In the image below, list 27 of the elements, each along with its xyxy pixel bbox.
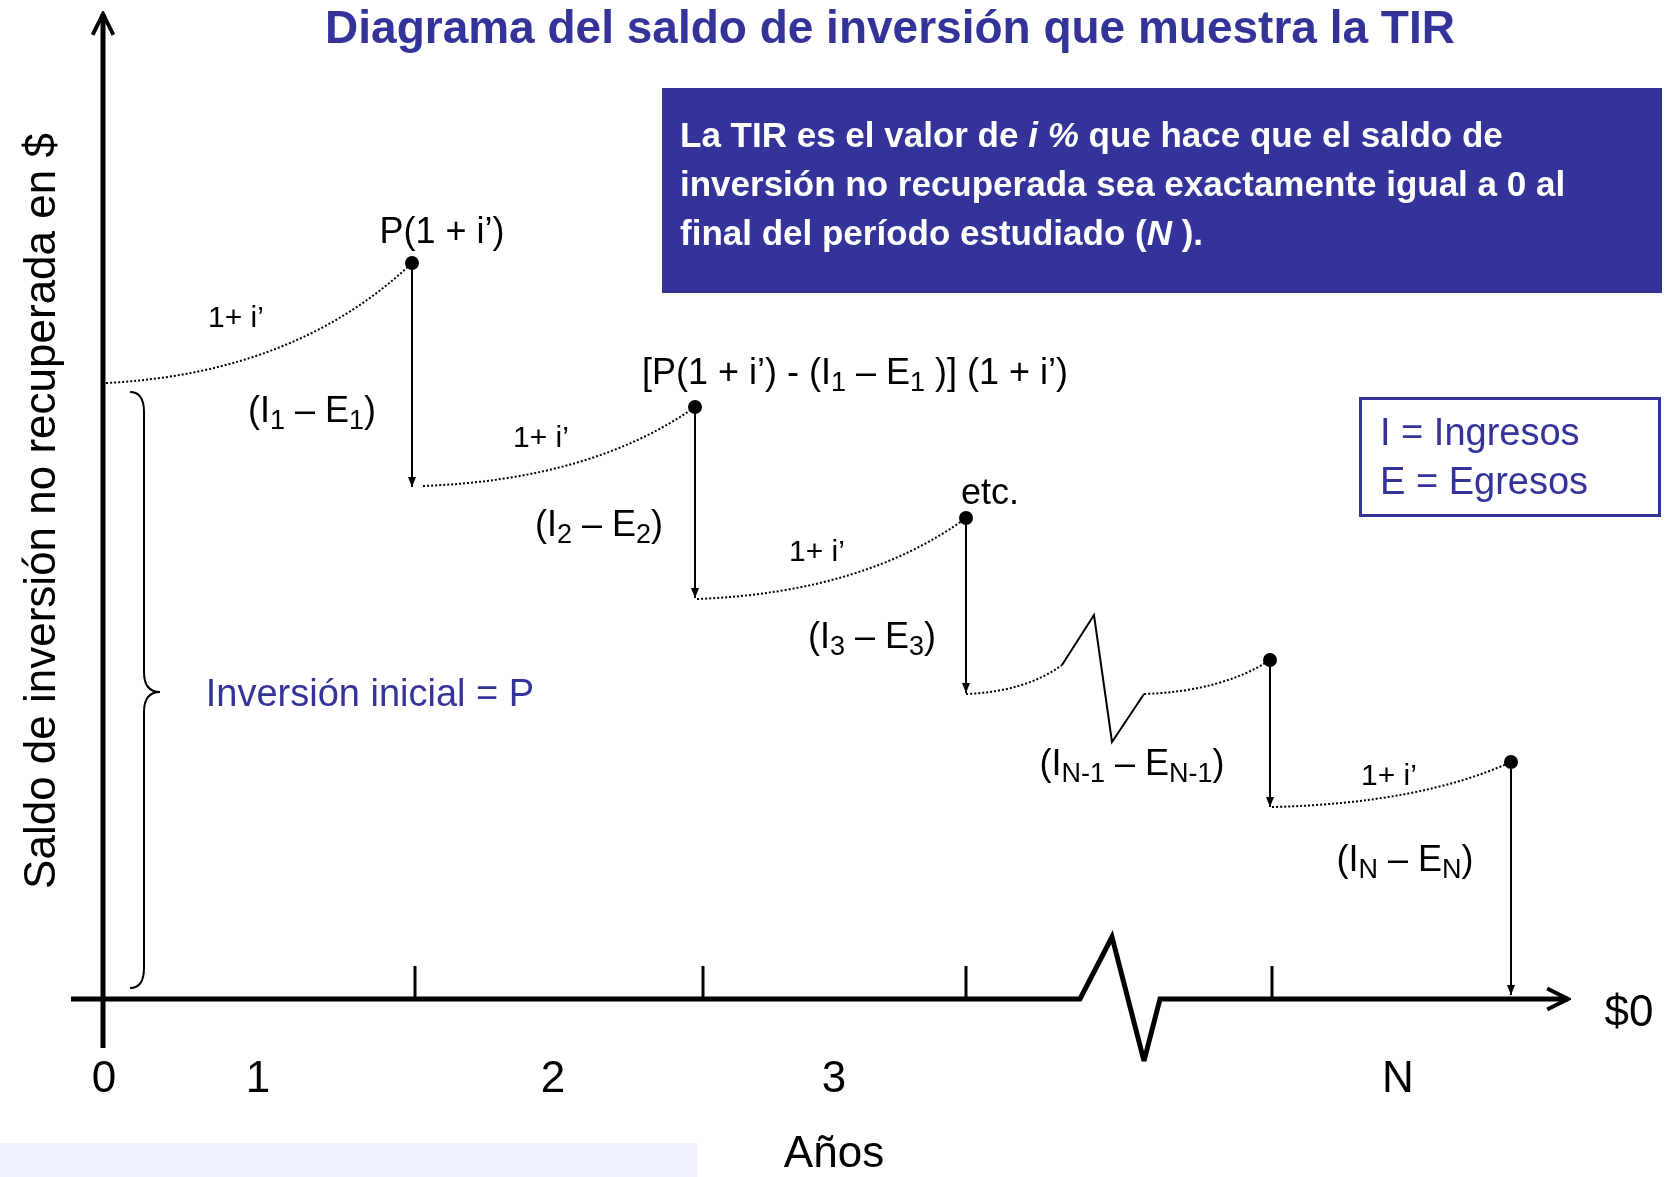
definition-box	[1359, 397, 1661, 517]
formula-label: (I$_{N-1}$ – E$_{N-1}$)	[1039, 743, 1225, 789]
axis-end-label: $0	[1604, 986, 1654, 1036]
tick-label: 2	[540, 1052, 566, 1102]
formula-label: etc.	[961, 472, 1019, 512]
tick-label: 1	[245, 1052, 271, 1102]
formula-label: P(1 + i’)	[379, 211, 505, 251]
tick-label: 3	[821, 1052, 847, 1102]
formula-label: (I$_{2}$ – E$_{2}$)	[534, 504, 664, 550]
axis-title: Saldo de inversión no recuperada en $	[15, 133, 65, 889]
definition-text: E = Egresos	[1380, 459, 1590, 505]
brace-label: Inversión inicial = P	[205, 673, 535, 715]
tick-label: N	[1382, 1052, 1414, 1102]
formula-label: [P(1 + i’) - (I$_{1}$ – E$_{1}$ )] (1 + i’)	[641, 352, 1069, 398]
formula-label: 1+ i’	[1361, 757, 1417, 791]
axis-title: Años	[783, 1127, 885, 1177]
formula-label: (I$_{N}$ – E$_{N}$)	[1336, 839, 1474, 885]
formula-label: (I$_{3}$ – E$_{3}$)	[807, 616, 937, 662]
formula-label: 1+ i’	[789, 533, 845, 567]
formula-label: 1+ i’	[513, 419, 569, 453]
formula-label: (I$_{1}$ – E$_{1}$)	[247, 390, 377, 436]
callout-box	[662, 88, 1662, 293]
formula-label: 1+ i’	[208, 299, 264, 333]
callout-text: La TIR es el valor de i % que hace que el saldo de inversión no recuperada sea exactamente igual a 0 al final del período estudiado (N ).	[680, 114, 1567, 254]
diagram-title: Diagrama del saldo de inversión que muestra la TIR	[324, 0, 1456, 54]
tick-label: 0	[91, 1052, 117, 1102]
definition-text: I = Ingresos	[1380, 410, 1581, 455]
